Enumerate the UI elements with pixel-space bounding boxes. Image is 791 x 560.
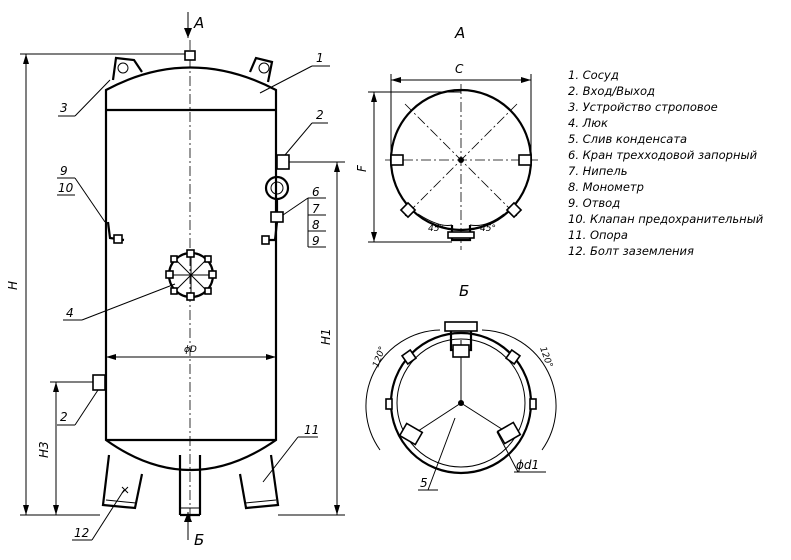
- view-b-angle-left: 120°: [371, 345, 388, 369]
- callout-5: 5: [420, 476, 428, 490]
- dimension-h3-label: H3: [37, 441, 51, 458]
- view-arrow-a-label: А: [193, 14, 204, 32]
- dimension-h1-label: H1: [319, 328, 333, 345]
- dimension-f-label: F: [355, 164, 369, 172]
- manometer-assembly: [261, 175, 290, 245]
- lifting-lug-right: [248, 56, 274, 83]
- support-legs: [101, 454, 280, 517]
- view-b-angle-right: 120°: [537, 346, 554, 370]
- view-b-title: Б: [459, 282, 469, 300]
- legend-item-9: 9. Отвод: [568, 196, 620, 210]
- legend-item-6: 6. Кран трехходовой запорный: [568, 148, 758, 162]
- legend-item-11: 11. Опора: [568, 228, 628, 242]
- callout-1: 1: [316, 51, 324, 65]
- view-a-title: А: [454, 24, 465, 42]
- legend-item-7: 7. Нипель: [568, 164, 627, 178]
- dimension-h1: H1: [278, 161, 345, 516]
- callout-4: 4: [66, 306, 74, 320]
- callout-3: 3: [60, 101, 68, 115]
- callout-8: 8: [312, 218, 320, 232]
- callout-2-top: 2: [316, 108, 324, 122]
- dimension-h-label: H: [6, 281, 20, 290]
- view-a-angle-right: 45°: [480, 224, 496, 234]
- view-arrow-b: Б: [184, 512, 204, 549]
- callout-10: 10: [58, 181, 74, 195]
- legend-item-2: 2. Вход/Выход: [568, 84, 655, 98]
- view-a-angle-left: 45°: [428, 224, 444, 234]
- dimension-d1-label: ϕd1: [516, 458, 539, 472]
- callout-12: 12: [74, 526, 89, 540]
- legend-item-3: 3. Устройство строповое: [568, 100, 718, 114]
- dimension-h: H: [6, 53, 185, 516]
- callout-6: 6: [312, 185, 320, 199]
- legend-item-10: 10. Клапан предохранительный: [568, 212, 764, 226]
- legend-item-5: 5. Слив конденсата: [568, 132, 687, 146]
- inlet-nozzle-top: [276, 154, 300, 170]
- dimension-h3: H3: [37, 381, 93, 515]
- dimension-d: ϕD: [106, 345, 276, 360]
- inlet-nozzle-bottom: [92, 374, 106, 391]
- side-leaders: [57, 65, 330, 541]
- view-arrow-a: А: [184, 12, 204, 38]
- top-nozzle: [184, 50, 196, 61]
- dimension-c-label: C: [455, 62, 464, 76]
- view-a: А 45° 45° C F: [355, 24, 538, 250]
- side-view: А Б H H1: [6, 12, 345, 549]
- callout-11: 11: [304, 423, 319, 437]
- manhole: [165, 249, 217, 301]
- callout-9-right: 9: [312, 234, 320, 248]
- view-arrow-b-label: Б: [194, 531, 204, 549]
- legend: 1. Сосуд 2. Вход/Выход 3. Устройство стр…: [568, 68, 764, 258]
- legend-item-8: 8. Монометр: [568, 180, 644, 194]
- legend-item-12: 12. Болт заземления: [568, 244, 694, 258]
- lifting-lug-left: [111, 56, 143, 81]
- callout-2-bottom: 2: [60, 410, 68, 424]
- view-b: Б 120° 120° 5 ϕd1: [365, 282, 557, 491]
- legend-item-4: 4. Люк: [568, 116, 608, 130]
- callout-9-left: 9: [60, 164, 68, 178]
- callout-7: 7: [312, 202, 320, 216]
- dimension-d-label: ϕD: [184, 345, 197, 355]
- legend-item-1: 1. Сосуд: [568, 68, 619, 82]
